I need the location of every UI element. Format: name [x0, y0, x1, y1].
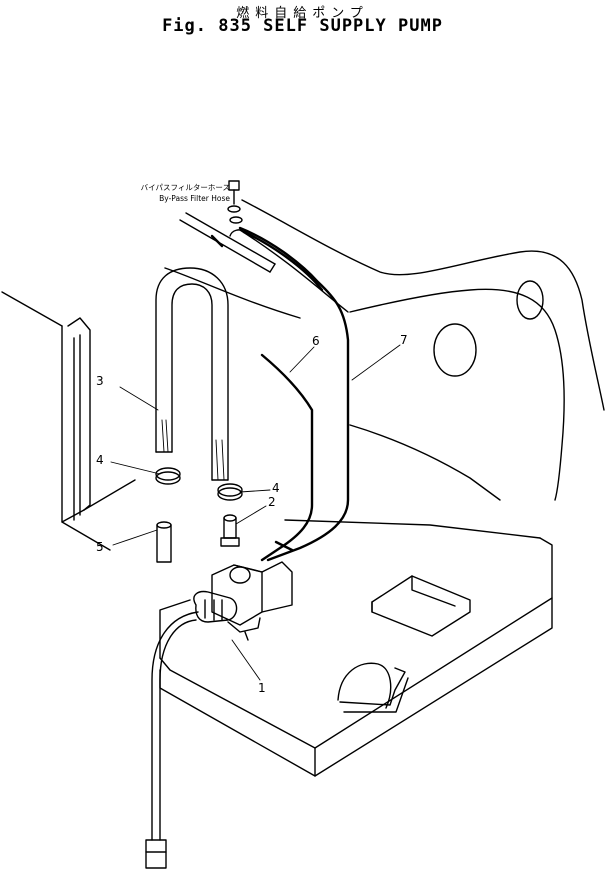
- frame-hole-right: [516, 280, 544, 320]
- tank-inspection-cover: [337, 662, 392, 709]
- hose-clamp-right: [217, 483, 243, 501]
- pipe-joint: [220, 514, 240, 547]
- wire-6: [260, 353, 314, 562]
- figure-title-japanese: 燃料自給ポンプ: [236, 6, 369, 21]
- bypass-filter-hose: [179, 212, 276, 273]
- callout-7: 7: [400, 333, 408, 347]
- callout-4-left: 4: [96, 453, 104, 467]
- leader-lines: [110, 344, 401, 681]
- u-hose: [155, 267, 229, 481]
- figure-title: Fig. 835 SELF SUPPLY PUMP: [162, 16, 443, 36]
- callout-3: 3: [96, 374, 104, 388]
- callout-1: 1: [258, 681, 266, 695]
- suction-hose: [145, 611, 199, 869]
- callout-labels: 3 4 5 4 2 6 7 1: [96, 333, 408, 695]
- fuel-tank: [159, 519, 553, 777]
- callout-2: 2: [268, 495, 276, 509]
- callout-4-right: 4: [272, 481, 280, 495]
- short-pipe: [156, 521, 172, 563]
- machine-frame: [239, 199, 605, 501]
- side-panel: [1, 267, 301, 551]
- callout-5: 5: [96, 540, 104, 554]
- hose-clamp-left: [155, 467, 181, 485]
- bolt-and-washers: [227, 180, 245, 237]
- frame-hole-left: [433, 323, 477, 377]
- bypass-hose-note-en: By-Pass Filter Hose: [159, 194, 230, 203]
- self-supply-pump: [193, 561, 293, 641]
- wiring-harness: [238, 226, 350, 562]
- bypass-hose-note-jp: バイパスフィルターホース: [140, 183, 230, 192]
- callout-6: 6: [312, 334, 320, 348]
